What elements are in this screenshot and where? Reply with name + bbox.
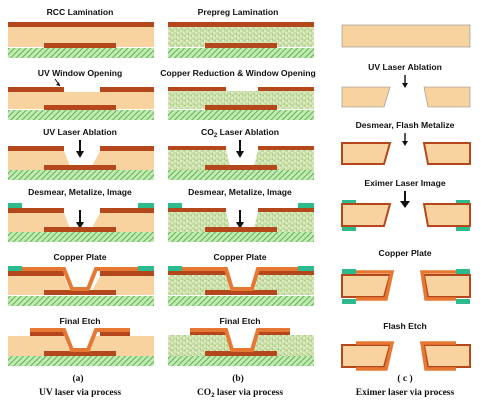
- caption-text: CO2 laser via process: [197, 388, 283, 399]
- stackup-a3: [8, 140, 154, 180]
- step-label: Flash Etch: [383, 321, 426, 331]
- step-label: UV Laser Ablation: [368, 62, 442, 72]
- stackup-b2: [168, 87, 314, 120]
- step-label: Final Etch: [59, 316, 100, 326]
- stackup-b6: [168, 328, 314, 366]
- column-a: RCC Lamination UV Window Opening UV Lase…: [8, 7, 154, 398]
- stackup-a6: [8, 328, 154, 366]
- stackup-b5: [168, 266, 314, 306]
- step-label: UV Laser Ablation: [43, 127, 117, 137]
- caption-label: (b): [232, 373, 244, 384]
- column-b: Prepreg Lamination Copper Reduction & Wi…: [160, 7, 316, 399]
- stackup-a1: [8, 22, 154, 58]
- stackup-c1: [341, 75, 471, 108]
- step-label: Desmear, Metalize, Image: [28, 187, 132, 197]
- stackup-c2: [341, 133, 471, 165]
- step-label: RCC Lamination: [47, 7, 114, 17]
- column-c: UV Laser Ablation Desmear, Flash Metaliz…: [341, 24, 471, 398]
- step-label: Desmear, Metalize, Image: [188, 187, 292, 197]
- stackup-b4: [168, 203, 314, 242]
- stackup-a5: [8, 266, 154, 306]
- caption-label: ( c ): [397, 373, 412, 384]
- step-label: Copper Plate: [378, 248, 431, 258]
- co2-suffix: Laser Ablation: [217, 127, 279, 137]
- stackup-b3: [168, 140, 314, 180]
- step-label: Copper Reduction & Window Opening: [160, 68, 316, 78]
- step-label: Final Etch: [219, 316, 260, 326]
- co2-subscript: 2: [214, 133, 218, 139]
- caption-text: Eximer laser via process: [356, 388, 455, 398]
- stackup-a2: [8, 78, 154, 120]
- step-label: Desmear, Flash Metalize: [356, 120, 455, 130]
- caption-text: UV laser via process: [39, 388, 121, 398]
- caption-label: (a): [72, 373, 83, 384]
- co2-prefix: CO: [201, 127, 214, 137]
- stackup-a4: [8, 203, 154, 242]
- step-label: UV Window Opening: [38, 68, 122, 78]
- step-label: Copper Plate: [213, 252, 266, 262]
- stackup-c4: [341, 269, 471, 304]
- step-label: Copper Plate: [53, 252, 106, 262]
- stackup-c5: [341, 341, 471, 371]
- step-label: Prepreg Lamination: [198, 7, 279, 17]
- stackup-b1: [168, 22, 314, 58]
- step-label: Eximer Laser Image: [364, 178, 445, 188]
- stackup-c3: [341, 191, 471, 231]
- step-label: CO2 Laser Ablation: [201, 127, 279, 139]
- stackup-c0: [341, 24, 471, 48]
